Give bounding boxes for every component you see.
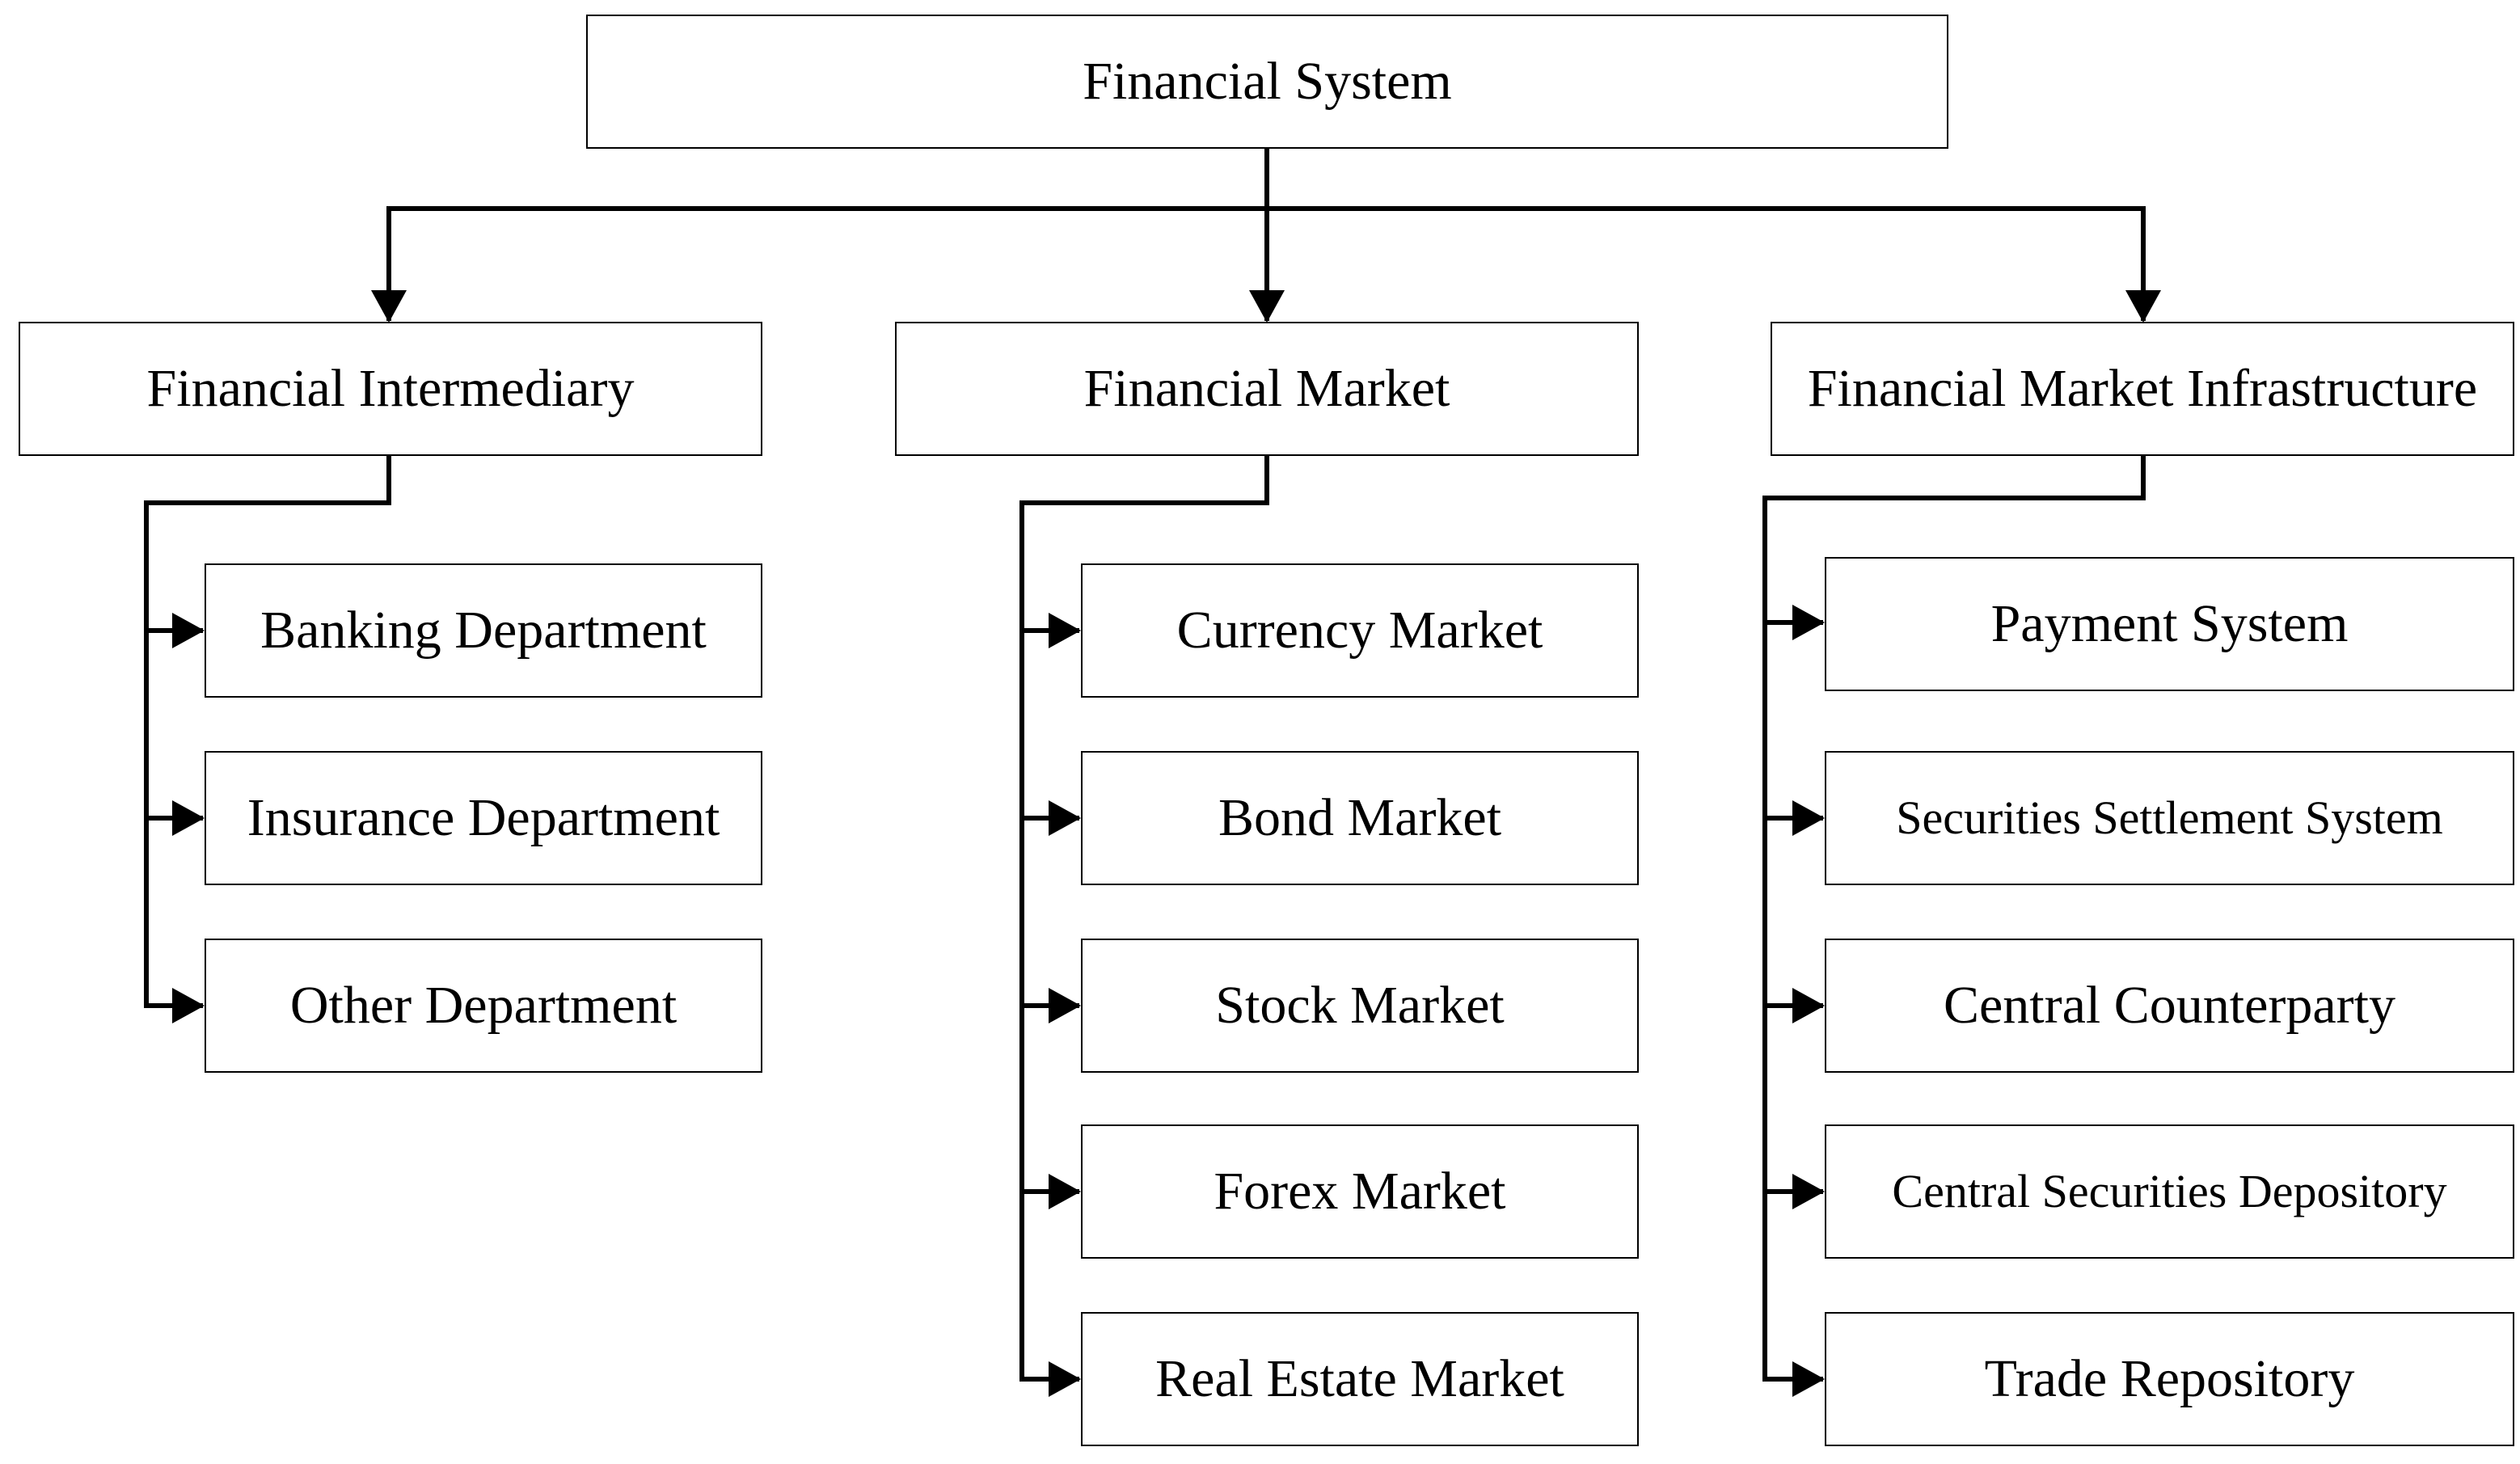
branch2-connector: [1019, 456, 1269, 1379]
securities-settlement-system-node: Securities Settlement System: [1825, 751, 2514, 885]
financial-system-node: Financial System: [586, 15, 1948, 149]
other-department-node: Other Department: [205, 939, 762, 1073]
financial-market-infrastructure-node: Financial Market Infrastructure: [1771, 322, 2514, 456]
financial-intermediary-node: Financial Intermediary: [19, 322, 762, 456]
stock-market-node: Stock Market: [1081, 939, 1639, 1073]
central-securities-depository-node: Central Securities Depository: [1825, 1124, 2514, 1259]
insurance-department-node: Insurance Department: [205, 751, 762, 885]
forex-market-node: Forex Market: [1081, 1124, 1639, 1259]
trade-repository-node: Trade Repository: [1825, 1312, 2514, 1446]
branch1-connector: [144, 456, 391, 1006]
central-counterparty-node: Central Counterparty: [1825, 939, 2514, 1073]
real-estate-market-node: Real Estate Market: [1081, 1312, 1639, 1446]
financial-market-node: Financial Market: [895, 322, 1639, 456]
bond-market-node: Bond Market: [1081, 751, 1639, 885]
currency-market-node: Currency Market: [1081, 563, 1639, 698]
branch3-connector: [1762, 456, 2146, 1379]
payment-system-node: Payment System: [1825, 557, 2514, 691]
banking-department-node: Banking Department: [205, 563, 762, 698]
